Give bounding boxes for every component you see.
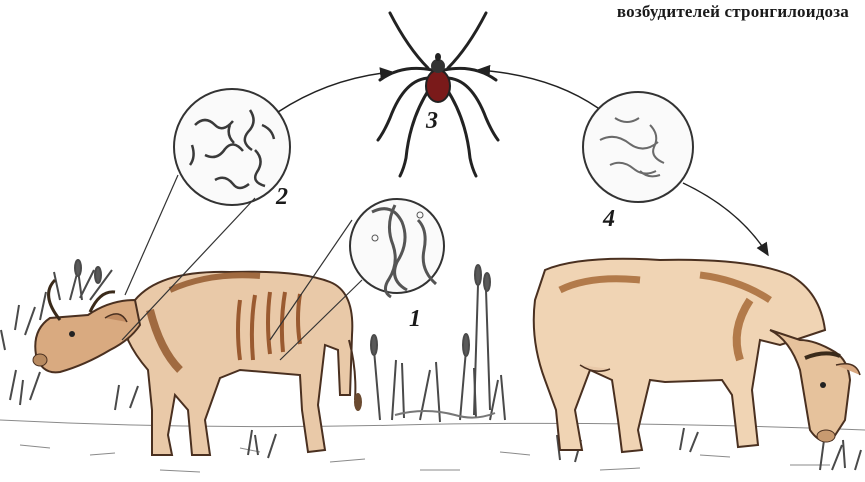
stage-label-2: 2	[276, 184, 288, 211]
stage-label-3: 3	[426, 108, 438, 135]
circle-adult-worms	[350, 199, 444, 297]
arrow-larvae-to-tick-right	[478, 70, 598, 108]
figure-caption-fragment: возбудителей стронгилоидоза	[617, 2, 849, 22]
circle-larvae-2	[174, 89, 290, 205]
grass-right	[248, 428, 861, 470]
arrow-tick-larvae-to-cow	[683, 183, 768, 255]
circle-larvae-4	[583, 92, 693, 202]
cycle-arrows	[278, 70, 768, 255]
stage-label-1: 1	[409, 306, 421, 333]
stage-label-4: 4	[603, 206, 615, 233]
tick-vector	[378, 13, 498, 176]
arrow-larvae-to-tick	[278, 72, 392, 112]
